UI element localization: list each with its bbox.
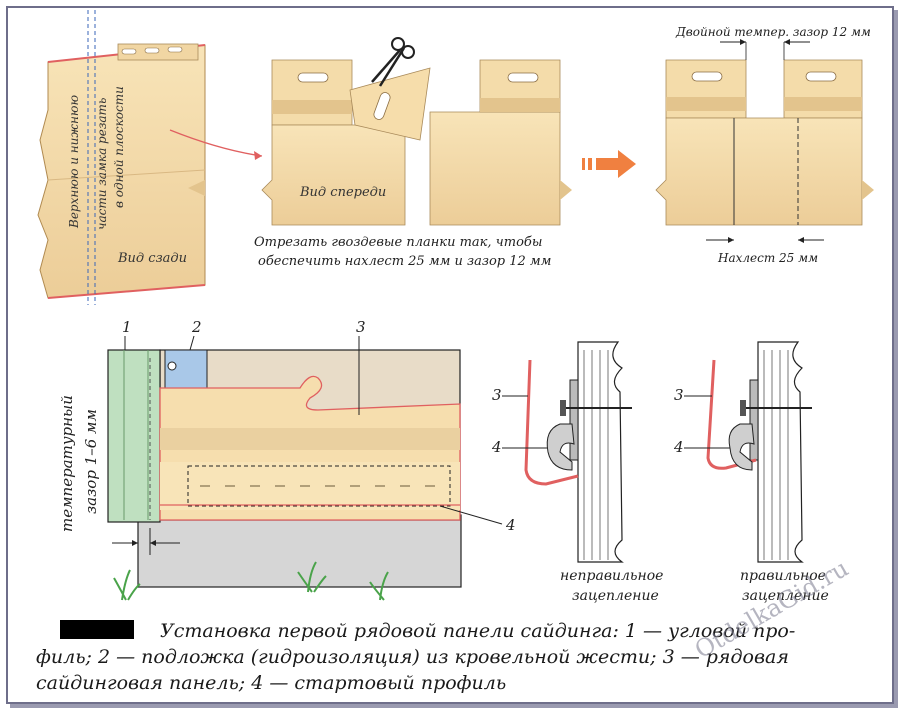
caption-line-3: сайдинговая панель; 4 — стартовый профил…: [36, 672, 507, 694]
corner-profile: [107, 349, 161, 523]
callout-1: 1: [122, 318, 132, 336]
correct-callout-3: 3: [674, 386, 684, 404]
front-view-panels: [261, 59, 572, 226]
caption-line-1: Установка первой рядовой панели сайдинга…: [160, 620, 796, 642]
cut-note-line-1: Верхнюю и нижнюю: [67, 94, 81, 229]
callout-3: 3: [356, 318, 366, 336]
back-view-panel: [37, 10, 206, 305]
redaction-block: [60, 620, 134, 639]
assembled-panels: [655, 59, 874, 226]
starter-profile: [187, 465, 451, 507]
correct-callout-4: 4: [673, 438, 684, 456]
wrong-label-1: неправильное: [560, 568, 663, 584]
overlap-label: Нахлест 25 мм: [717, 251, 818, 265]
next-step-arrow-icon: [596, 150, 636, 178]
front-view-label: Вид спереди: [299, 185, 386, 200]
correct-label-1: правильное: [740, 568, 826, 584]
scissors-icon: [371, 37, 415, 87]
installation-diagram: [107, 349, 462, 601]
cut-strip: [349, 67, 431, 141]
back-view-label: Вид сзади: [117, 251, 187, 266]
wrong-engagement-detail: [524, 341, 632, 563]
connector-arrow: [169, 129, 263, 157]
callout-2: 2: [191, 318, 202, 336]
figure-caption: Установка первой рядовой панели сайдинга…: [36, 618, 876, 696]
correct-label-2: зацепление: [742, 588, 829, 604]
correct-engagement-detail: [706, 341, 812, 563]
trim-note-line-2: обеспечить нахлест 25 мм и зазор 12 мм: [258, 254, 551, 269]
cut-note-line-3: в одной плоскости: [112, 86, 126, 208]
double-gap-label: Двойной темпер. зазор 12 мм: [675, 25, 871, 39]
wrong-callout-4: 4: [491, 438, 502, 456]
caption-line-2: филь; 2 — подложка (гидроизоляция) из кр…: [36, 646, 789, 668]
temp-gap-line-2: зазор 1–6 мм: [82, 409, 100, 514]
wrong-label-2: зацепление: [572, 588, 659, 604]
ground-strip: [137, 514, 462, 588]
callout-4: 4: [505, 516, 516, 534]
cut-note-line-2: части замка резать: [95, 98, 109, 230]
wrong-callout-3: 3: [492, 386, 502, 404]
temp-gap-line-1: температурный: [58, 395, 76, 532]
trim-note-line-1: Отрезать гвоздевые планки так, чтобы: [254, 235, 542, 250]
